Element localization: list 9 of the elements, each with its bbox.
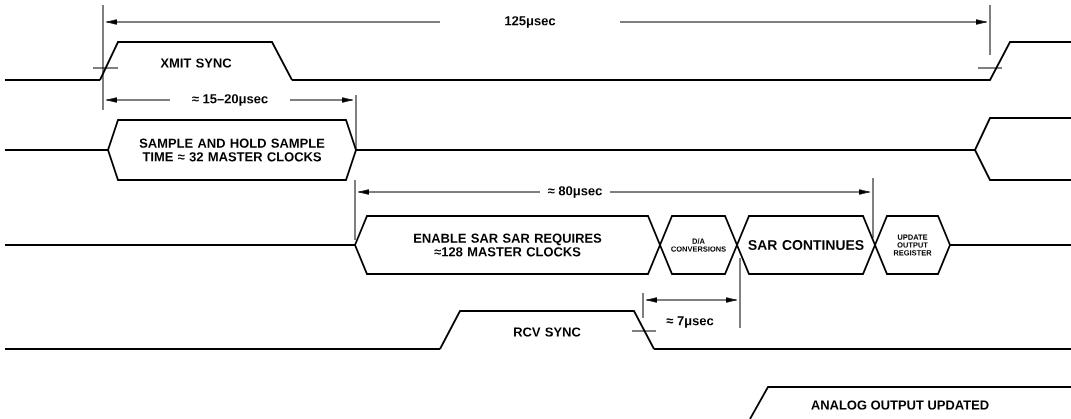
dimension-label: ≈ 15–20μsec	[192, 94, 268, 106]
signal-pulse: RCV SYNC	[439, 310, 655, 350]
dimension-label: 125μsec	[505, 16, 556, 28]
signal-pulse: XMIT SYNC	[99, 41, 293, 81]
state-hexagon: SAMPLE AND HOLD SAMPLE TIME ≈ 32 MASTER CLOCKS	[107, 119, 357, 181]
dimension-label: ≈ 80μsec	[547, 186, 602, 198]
signal-label: ANALOG OUTPUT UPDATED	[811, 400, 989, 410]
state-hexagon: ENABLE SAR SAR REQUIRES ≈128 MASTER CLOCKS	[354, 215, 661, 275]
state-hexagon: SAR CONTINUES	[736, 215, 876, 275]
